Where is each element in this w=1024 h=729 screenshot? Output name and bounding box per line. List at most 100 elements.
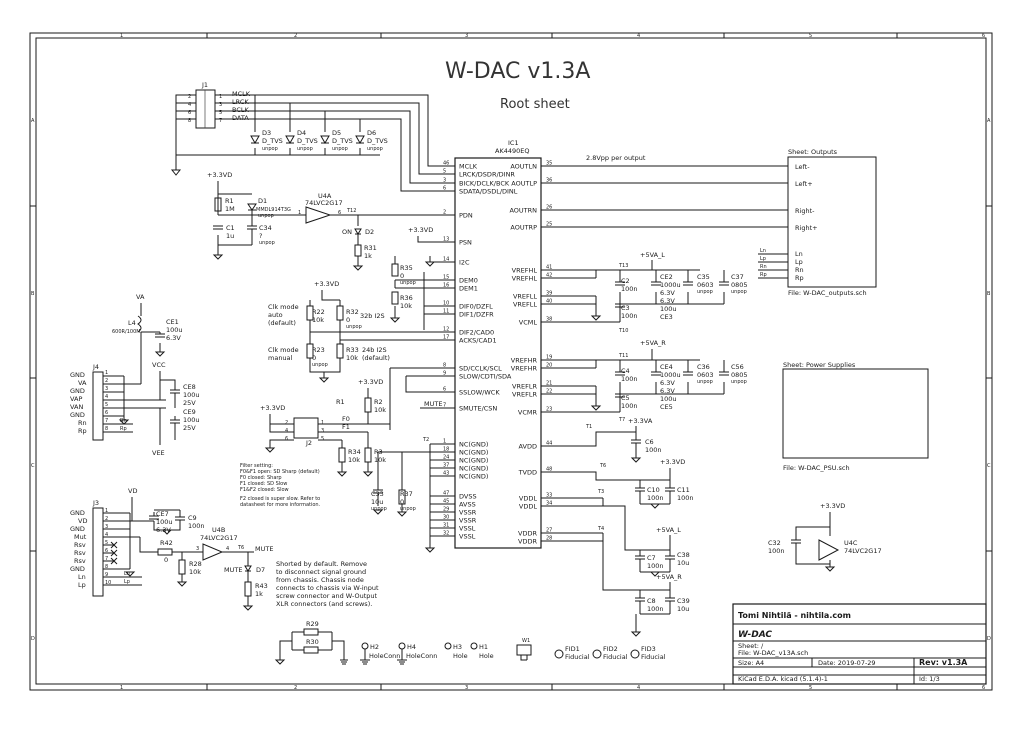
svg-text:R22: R22 <box>312 308 325 316</box>
svg-text:VCC: VCC <box>152 361 166 369</box>
svg-text:+3.3VD: +3.3VD <box>660 458 685 466</box>
svg-text:+3.3VD: +3.3VD <box>260 404 285 412</box>
svg-text:0603: 0603 <box>697 371 714 379</box>
svg-text:C4: C4 <box>621 367 630 375</box>
svg-text:100n: 100n <box>647 562 664 570</box>
svg-text:C6: C6 <box>645 438 654 446</box>
svg-text:0: 0 <box>400 498 404 506</box>
ic1-pin-number: 47 <box>443 491 449 497</box>
ic1-pin-name: DVSS <box>459 493 477 501</box>
svg-text:CE9: CE9 <box>183 408 196 416</box>
svg-text:Rp: Rp <box>795 274 804 282</box>
svg-text:manual: manual <box>268 354 293 362</box>
svg-text:1000u: 1000u <box>660 281 681 289</box>
ic1-pin-number: 20 <box>546 363 552 369</box>
ic1-pin-number: 6 <box>443 387 446 393</box>
svg-text:6.3V: 6.3V <box>660 387 675 395</box>
sheet-title: W-DAC v1.3A <box>445 59 590 84</box>
svg-text:J4: J4 <box>92 363 99 371</box>
svg-text:Shorted by default. Remove: Shorted by default. Remove <box>276 560 367 568</box>
svg-text:6.3V: 6.3V <box>660 289 675 297</box>
svg-text:R28: R28 <box>189 560 202 568</box>
ic1-pin-number: 15 <box>443 275 449 281</box>
ic1-pin-name: VREFHL <box>512 267 538 275</box>
svg-text:F1 closed: SD Slow: F1 closed: SD Slow <box>240 481 287 487</box>
svg-text:6.3V: 6.3V <box>660 379 675 387</box>
svg-text:D5: D5 <box>332 129 341 137</box>
svg-text:4: 4 <box>105 394 108 400</box>
svg-text:4: 4 <box>226 546 229 552</box>
ic1-pin-number: 29 <box>443 507 449 513</box>
ic1-pin-name: AOUTLP <box>511 180 537 188</box>
svg-text:100u: 100u <box>156 518 173 526</box>
svg-text:Left-: Left- <box>795 163 810 171</box>
svg-text:0805: 0805 <box>731 281 748 289</box>
svg-text:74LVC2G17: 74LVC2G17 <box>200 534 238 542</box>
svg-text:25V: 25V <box>183 424 196 432</box>
j1-connector: J1 2 4 6 8 1 3 5 7 <box>170 81 222 176</box>
svg-text:CE4: CE4 <box>660 363 673 371</box>
ic1-pin-name: PSN <box>459 239 472 247</box>
svg-text:unpop: unpop <box>259 240 275 246</box>
svg-text:C38: C38 <box>677 551 690 559</box>
analog-outputs: 2.8Vpp per output <box>541 154 788 228</box>
row-label: D <box>987 636 991 642</box>
svg-text:+3.3VD: +3.3VD <box>358 378 383 386</box>
ic1-pin-number: 30 <box>443 515 449 521</box>
svg-text:ON: ON <box>342 228 352 236</box>
ic1-pin-name: DIF0/DZFL <box>459 303 493 311</box>
svg-text:100n: 100n <box>621 375 638 383</box>
svg-text:HoleConn: HoleConn <box>406 652 437 660</box>
col-label: 2 <box>294 685 297 691</box>
svg-text:100n: 100n <box>768 547 785 555</box>
ic1-pin-name: VSSR <box>459 517 477 525</box>
svg-text:10u: 10u <box>371 498 383 506</box>
svg-text:H1: H1 <box>479 643 488 651</box>
svg-text:CE1: CE1 <box>166 318 179 326</box>
ic1-pin-number: 10 <box>443 301 449 307</box>
ic1-pin-name: VREFLR <box>512 391 537 399</box>
svg-text:T1: T1 <box>585 424 592 430</box>
ic1-pin-number: 3 <box>443 178 446 184</box>
svg-text:6: 6 <box>285 436 288 442</box>
svg-text:J2: J2 <box>305 439 312 447</box>
svg-text:R34: R34 <box>348 448 361 456</box>
ic1-pin-number: 16 <box>443 283 449 289</box>
svg-text:to disconnect signal ground: to disconnect signal ground <box>276 568 366 576</box>
svg-text:Lp: Lp <box>78 581 86 589</box>
svg-text:MUTE: MUTE <box>255 545 273 553</box>
svg-text:unpop: unpop <box>371 506 387 512</box>
svg-text:7: 7 <box>105 556 108 562</box>
svg-text:+3.3VA: +3.3VA <box>628 417 653 425</box>
svg-text:2: 2 <box>105 378 108 384</box>
ic1-pin-number: 43 <box>443 471 449 477</box>
svg-text:100u: 100u <box>660 305 677 313</box>
row-label: B <box>987 291 991 297</box>
svg-text:unpop: unpop <box>697 289 713 295</box>
svg-text:10k: 10k <box>400 302 412 310</box>
svg-text:unpop: unpop <box>312 362 328 368</box>
sheet-frame <box>29 32 993 691</box>
svg-text:C2: C2 <box>621 277 630 285</box>
svg-text:6: 6 <box>338 210 341 216</box>
svg-text:T6: T6 <box>237 545 244 551</box>
row-label: A <box>31 118 35 124</box>
ic1-pin-number: 11 <box>443 309 449 315</box>
svg-text:R2: R2 <box>374 398 383 406</box>
svg-text:1M: 1M <box>225 205 235 213</box>
ic1-pin-18: NC(GND)18 <box>443 447 488 457</box>
ic1-pin-name: VREFHL <box>512 275 538 283</box>
